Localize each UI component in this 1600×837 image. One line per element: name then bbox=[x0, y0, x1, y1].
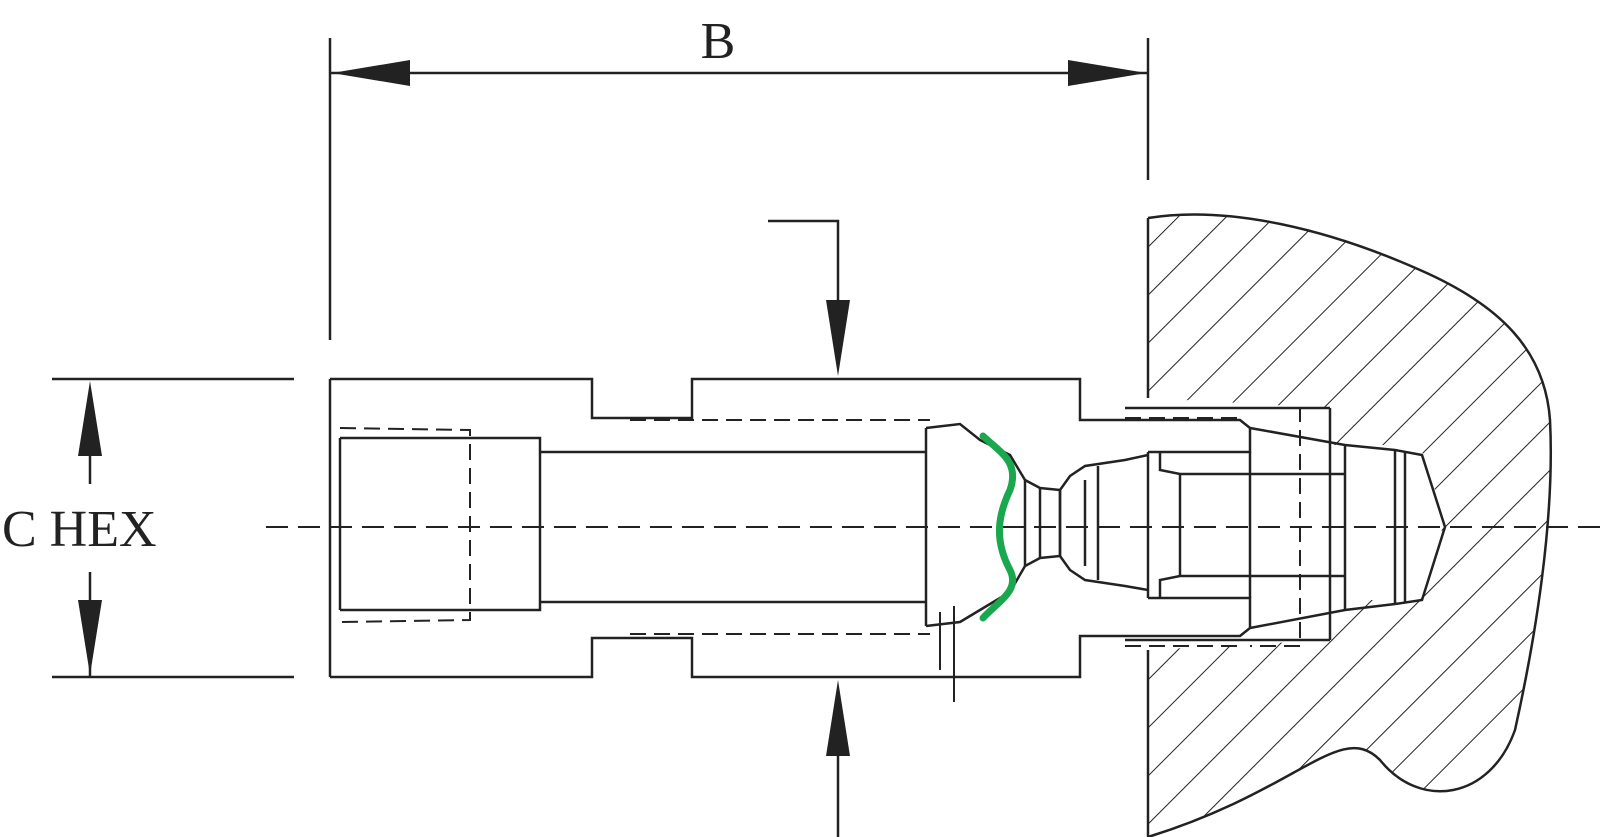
tick-marks bbox=[939, 606, 955, 702]
section-arrows bbox=[768, 219, 850, 837]
dimension-b-label: B bbox=[701, 13, 736, 70]
seal-ring bbox=[979, 432, 1017, 622]
port-body bbox=[1146, 213, 1553, 837]
dimension-b bbox=[328, 38, 1150, 340]
fitting-body bbox=[328, 377, 1447, 679]
hidden-lines bbox=[339, 407, 1301, 647]
dimension-c-hex-label: C HEX bbox=[2, 501, 157, 558]
dimension-c-hex bbox=[52, 377, 294, 679]
